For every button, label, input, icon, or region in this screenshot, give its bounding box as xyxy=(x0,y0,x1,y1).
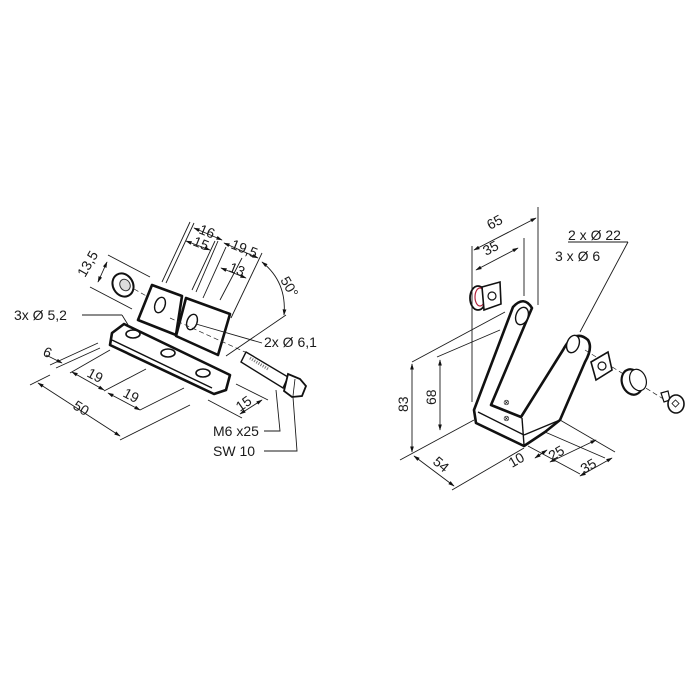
callout-holes-base: 3x Ø 5,2 xyxy=(14,307,131,329)
svg-text:2 x Ø 22: 2 x Ø 22 xyxy=(568,227,621,243)
svg-text:65: 65 xyxy=(484,211,505,233)
dim-83: 83 xyxy=(395,363,414,453)
callout-diameters: 2 x Ø 22 3 x Ø 6 xyxy=(555,227,629,333)
svg-text:13: 13 xyxy=(227,259,248,280)
svg-text:10: 10 xyxy=(506,449,528,471)
svg-text:35: 35 xyxy=(578,455,600,477)
svg-text:2x Ø 6,1: 2x Ø 6,1 xyxy=(264,334,317,350)
hinge-flap xyxy=(136,283,232,357)
svg-text:19,5: 19,5 xyxy=(229,236,260,261)
bolt-icon xyxy=(240,351,308,398)
callout-bolt: M6 x25 SW 10 xyxy=(213,389,298,459)
cap-washer-icon xyxy=(620,368,648,396)
dim-16: 16 xyxy=(193,221,223,242)
washer-left-icon xyxy=(469,280,502,312)
screw-icon xyxy=(660,390,685,414)
hinge-base-plate xyxy=(108,322,232,396)
svg-text:SW 10: SW 10 xyxy=(213,443,255,459)
svg-text:⊗: ⊗ xyxy=(503,414,510,423)
u-bracket: ⊗ ⊗ xyxy=(472,299,592,448)
dim-15-bolt: 15 xyxy=(207,383,269,419)
svg-text:83: 83 xyxy=(395,396,411,412)
svg-text:25: 25 xyxy=(546,442,568,464)
hex-nut-icon xyxy=(111,272,135,298)
dim-19-a: 19 xyxy=(71,365,106,391)
svg-text:68: 68 xyxy=(423,389,439,405)
dim-6: 6 xyxy=(41,343,63,364)
square-washer-icon xyxy=(590,350,613,382)
svg-text:16: 16 xyxy=(197,221,218,242)
svg-text:13,5: 13,5 xyxy=(74,248,102,280)
dim-13: 13 xyxy=(220,259,248,280)
dim-50: 50 xyxy=(37,382,121,437)
dim-13-5: 13,5 xyxy=(74,248,151,310)
left-drawing: 13,5 16 15 19,5 13 50° xyxy=(14,221,317,459)
svg-text:19: 19 xyxy=(85,365,106,387)
svg-text:19: 19 xyxy=(121,385,142,407)
dim-65: 65 xyxy=(473,211,537,251)
svg-text:50°: 50° xyxy=(277,274,301,300)
dim-35-top: 35 xyxy=(475,237,519,271)
callout-holes-flap: 2x Ø 6,1 xyxy=(195,323,317,350)
dim-19-b: 19 xyxy=(107,385,142,411)
dim-19-5: 19,5 xyxy=(223,236,260,261)
svg-text:M6 x25: M6 x25 xyxy=(213,423,259,439)
svg-text:35: 35 xyxy=(480,237,501,259)
svg-text:3x Ø 5,2: 3x Ø 5,2 xyxy=(14,307,67,323)
svg-text:15: 15 xyxy=(191,233,212,254)
svg-text:3 x Ø 6: 3 x Ø 6 xyxy=(555,248,600,264)
dim-25: 25 xyxy=(546,439,597,464)
dim-68: 68 xyxy=(423,359,442,431)
dim-54: 54 xyxy=(413,447,525,491)
dim-10: 10 xyxy=(506,449,548,471)
svg-text:54: 54 xyxy=(430,453,452,475)
dim-15-top: 15 xyxy=(185,233,212,254)
svg-text:50: 50 xyxy=(70,397,92,419)
svg-text:⊗: ⊗ xyxy=(503,398,510,407)
svg-text:15: 15 xyxy=(233,392,255,414)
dim-35-bottom: 35 xyxy=(578,455,613,477)
right-drawing: ⊗ ⊗ 65 35 xyxy=(395,207,685,491)
